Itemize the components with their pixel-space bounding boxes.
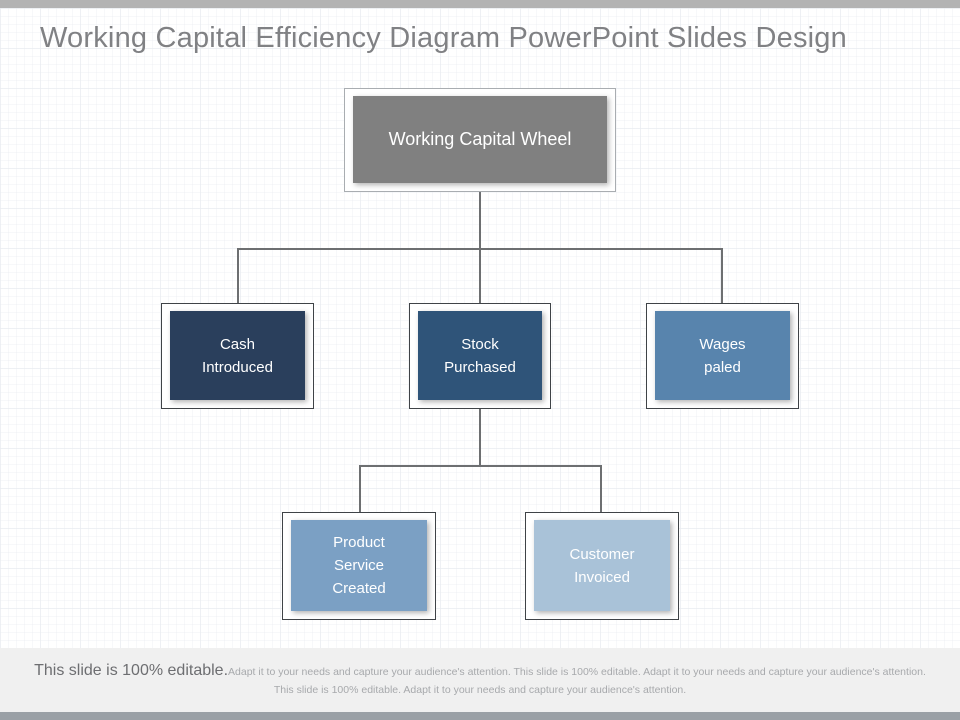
node-product-service-created[interactable]: Product Service Created (282, 512, 436, 620)
node-fill-wages-paled: Wages paled (655, 311, 790, 400)
top-accent-band (0, 0, 960, 8)
node-fill-cash-introduced: Cash Introduced (170, 311, 305, 400)
connector-level2-bus (359, 465, 602, 467)
node-label-working-capital-wheel: Working Capital Wheel (388, 129, 572, 149)
node-fill-customer-invoiced: Customer Invoiced (534, 520, 670, 611)
node-label-customer-invoiced: Customer Invoiced (569, 545, 635, 586)
footer-body-text: Adapt it to your needs and capture your … (228, 666, 926, 696)
footer-lead-text: This slide is 100% editable. (34, 662, 229, 679)
node-fill-product-service-created: Product Service Created (291, 520, 427, 611)
connector-drop-wages (721, 248, 723, 303)
node-wages-paled[interactable]: Wages paled (646, 303, 799, 409)
node-label-cash-introduced: Cash Introduced (202, 335, 273, 376)
connector-root-stem (479, 192, 481, 249)
page-title: Working Capital Efficiency Diagram Power… (40, 22, 847, 54)
node-working-capital-wheel[interactable]: Working Capital Wheel (344, 88, 616, 192)
node-fill-working-capital-wheel: Working Capital Wheel (353, 96, 607, 183)
node-label-wages-paled: Wages paled (699, 335, 746, 376)
node-cash-introduced[interactable]: Cash Introduced (161, 303, 314, 409)
connector-drop-customer (600, 465, 602, 512)
node-stock-purchased[interactable]: Stock Purchased (409, 303, 551, 409)
node-fill-stock-purchased: Stock Purchased (418, 311, 542, 400)
connector-drop-product (359, 465, 361, 512)
node-customer-invoiced[interactable]: Customer Invoiced (525, 512, 679, 620)
node-label-product-service-created: Product Service Created (332, 534, 386, 597)
connector-drop-cash (237, 248, 239, 303)
footer-note: This slide is 100% editable.Adapt it to … (0, 648, 960, 712)
connector-drop-stock (479, 248, 481, 303)
connector-stock-stem (479, 409, 481, 466)
node-label-stock-purchased: Stock Purchased (444, 335, 516, 376)
bottom-accent-band (0, 712, 960, 720)
